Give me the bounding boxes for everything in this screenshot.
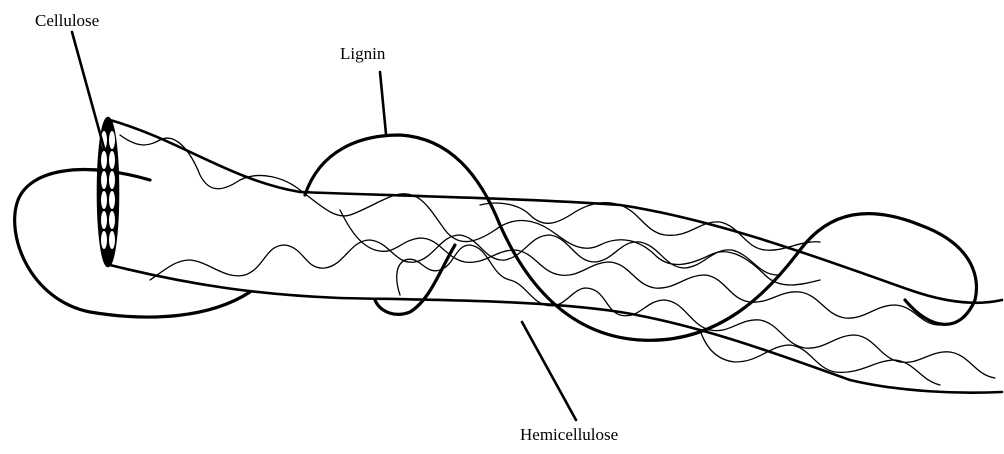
cellulose-leader-line [72,32,104,148]
lignin-leader-line [380,72,386,134]
hemicellulose-leader-line [522,322,576,420]
hemicellulose-strand-6 [700,330,940,385]
lignin-label: Lignin [340,44,385,64]
cellulose-label: Cellulose [35,11,99,31]
lignin-strand-lower-loop [375,245,455,314]
hemicellulose-label: Hemicellulose [520,425,618,445]
cellulose-tube-bottom-edge [110,265,1002,393]
lignin-strand-left-loop [15,170,250,317]
